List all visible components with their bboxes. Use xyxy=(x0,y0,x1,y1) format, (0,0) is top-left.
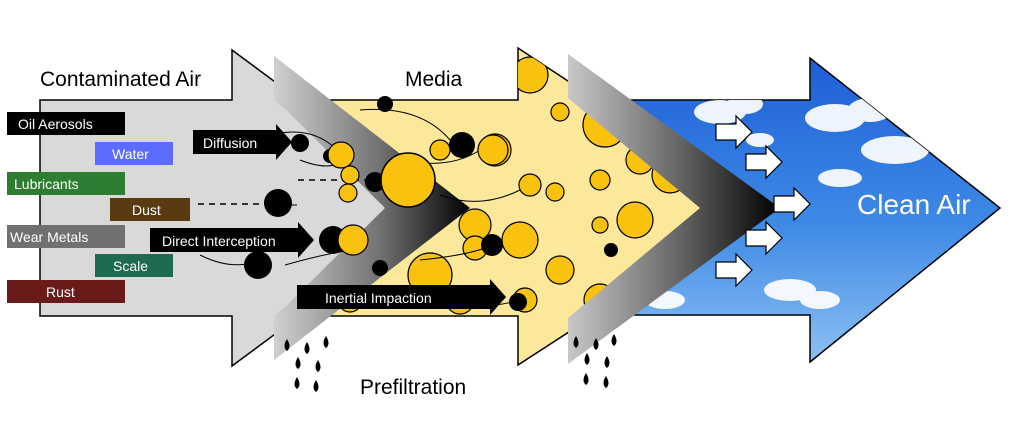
contaminant-rust: Rust xyxy=(7,280,125,303)
direct-interception-text: Direct Interception xyxy=(162,233,276,249)
diffusion-label: Diffusion xyxy=(193,124,292,160)
clean-air-heading: Clean Air xyxy=(857,189,971,220)
svg-text:Lubricants: Lubricants xyxy=(14,176,79,192)
particle-icon xyxy=(244,96,618,311)
prefilter-element-1 xyxy=(274,56,470,360)
diffusion-text: Diffusion xyxy=(203,135,257,151)
prefilter-element-2 xyxy=(568,54,780,364)
inertial-impaction-label: Inertial Impaction xyxy=(297,279,506,315)
svg-text:Scale: Scale xyxy=(113,258,148,274)
contaminant-dust: Dust xyxy=(110,198,190,221)
contaminant-scale: Scale xyxy=(95,254,173,277)
media-heading: Media xyxy=(405,68,463,91)
inertial-impaction-text: Inertial Impaction xyxy=(325,290,432,306)
svg-text:Oil Aerosols: Oil Aerosols xyxy=(18,116,93,132)
svg-text:Rust: Rust xyxy=(46,284,75,300)
arrow-icon xyxy=(715,114,811,288)
svg-text:Wear Metals: Wear Metals xyxy=(10,229,88,245)
svg-text:Dust: Dust xyxy=(132,202,161,218)
direct-interception-label: Direct Interception xyxy=(150,222,314,258)
contaminant-water: Water xyxy=(95,142,173,165)
droplet-icon xyxy=(284,334,617,392)
contaminant-wear-metals: Wear Metals xyxy=(7,225,125,248)
svg-text:Water: Water xyxy=(112,146,149,162)
contaminant-oil-aerosols: Oil Aerosols xyxy=(7,112,125,135)
prefiltration-heading: Prefiltration xyxy=(360,376,466,399)
contaminant-lubricants: Lubricants xyxy=(7,172,125,195)
contaminated-air-heading: Contaminated Air xyxy=(40,68,201,91)
